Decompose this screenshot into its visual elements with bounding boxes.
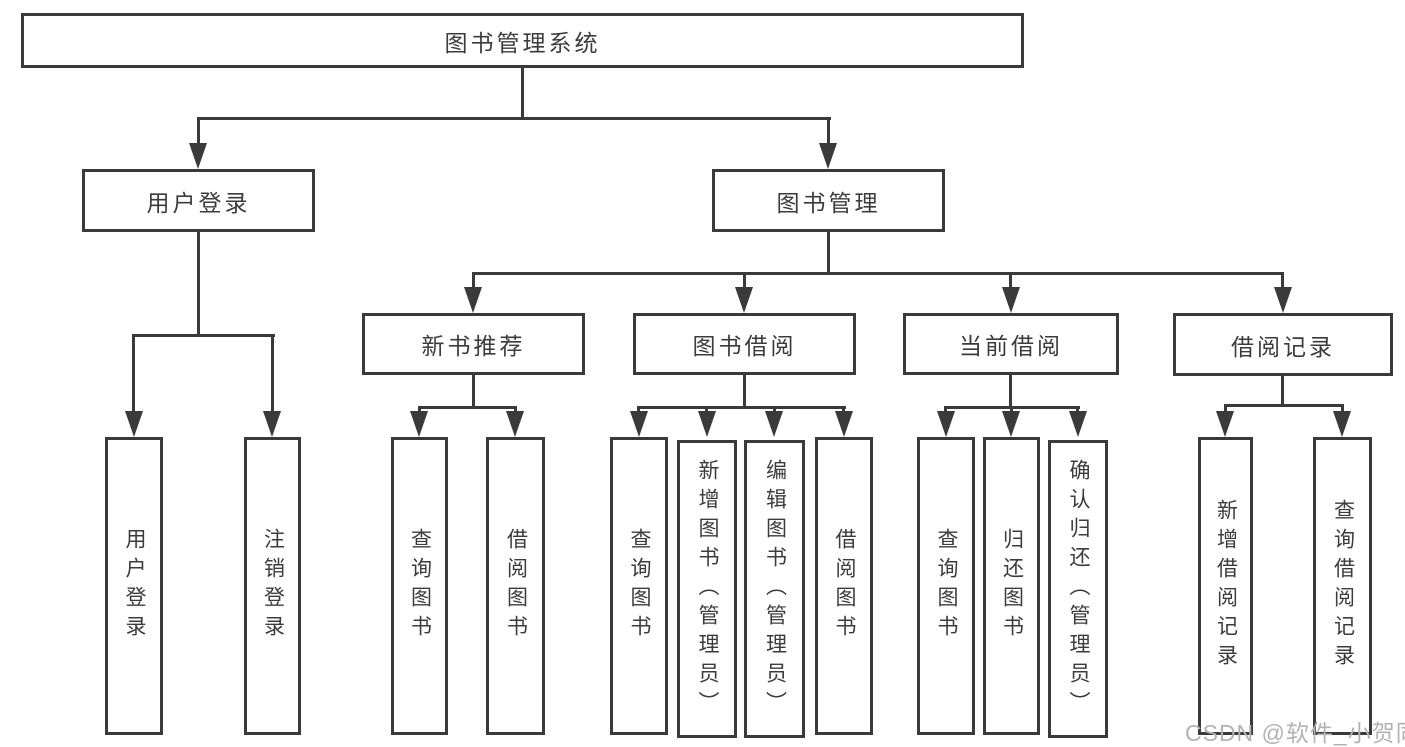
arrow-g2-query-books (630, 411, 648, 437)
arrow-g2-borrow-book (835, 411, 853, 437)
leaf-edit-book-admin: 编辑图书（管理员） (744, 440, 805, 738)
connector-mgmt-drop (827, 231, 830, 275)
arrow-to-new-book-recommend (464, 287, 482, 313)
connector-g4-hline (1224, 404, 1344, 407)
arrow-g2-add-book (698, 411, 716, 437)
connector-login-hline (132, 334, 275, 337)
arrow-g1-borrow-books (506, 411, 524, 437)
connector-g1-stub-1 (418, 406, 421, 414)
leaf-recommend-query-books: 查询图书 (391, 437, 448, 735)
arrow-g4-query-record (1333, 411, 1351, 437)
connector-level2-hline (472, 272, 1284, 275)
connector-g2-stub-1 (637, 406, 640, 414)
connector-login-drop (197, 231, 200, 337)
connector-g1-drop (472, 374, 475, 409)
node-book-borrow: 图书借阅 (633, 313, 856, 375)
connector-g2-drop (743, 374, 746, 409)
connector-mgmt-stub (827, 117, 830, 146)
arrow-g3-return-book (1002, 411, 1020, 437)
node-current-borrow: 当前借阅 (903, 313, 1119, 375)
watermark-text: CSDN @软件_小贺同学 (1185, 720, 1405, 746)
arrow-to-leaf-logout (263, 411, 281, 437)
leaf-logout: 注销登录 (244, 437, 301, 735)
leaf-current-query-books: 查询图书 (917, 437, 975, 735)
arrow-to-borrow-records (1274, 287, 1292, 313)
connector-g2-stub-4 (842, 406, 845, 414)
leaf-borrow-query-books: 查询图书 (610, 437, 668, 735)
connector-g2-hline (637, 406, 846, 409)
arrow-g2-edit-book (765, 411, 783, 437)
leaf-add-book-admin: 新增图书（管理员） (677, 440, 737, 738)
arrow-to-user-login (189, 143, 207, 169)
node-book-management: 图书管理 (712, 169, 945, 232)
connector-g1-stub-2 (514, 406, 517, 414)
arrow-to-current-borrow (1002, 287, 1020, 313)
arrow-to-book-mgmt (819, 143, 837, 169)
connector-g1-hline (418, 406, 517, 409)
connector-login-stub (197, 117, 200, 146)
connector-g4-stub-1 (1224, 404, 1227, 414)
leaf-confirm-return-admin: 确认归还（管理员） (1048, 440, 1108, 738)
leaf-borrow-book: 借阅图书 (815, 437, 873, 735)
node-new-book-recommend: 新书推荐 (362, 313, 585, 375)
connector-g3-stub-1 (944, 406, 947, 414)
leaf-return-book: 归还图书 (983, 437, 1040, 735)
node-borrow-records: 借阅记录 (1173, 313, 1393, 376)
arrow-to-book-borrow (735, 287, 753, 313)
leaf-add-borrow-record: 新增借阅记录 (1198, 437, 1253, 735)
connector-g3-stub-3 (1076, 406, 1079, 414)
arrow-g3-confirm-return (1069, 411, 1087, 437)
connector-g2-stub-3 (773, 406, 776, 414)
arrow-g4-add-record (1216, 411, 1234, 437)
connector-l2-stub-4 (1281, 272, 1284, 289)
connector-g4-drop (1281, 375, 1284, 407)
leaf-user-login: 用户登录 (105, 437, 163, 735)
leaf-recommend-borrow-books: 借阅图书 (486, 437, 545, 735)
leaf-query-borrow-record: 查询借阅记录 (1313, 437, 1372, 735)
connector-g2-stub-2 (705, 406, 708, 414)
arrow-to-leaf-user-login (125, 411, 143, 437)
arrow-g3-query-books (937, 411, 955, 437)
node-library-system: 图书管理系统 (21, 13, 1024, 68)
connector-l2-stub-2 (743, 272, 746, 289)
node-user-login: 用户登录 (82, 169, 315, 232)
connector-g3-stub-2 (1010, 406, 1013, 414)
connector-g4-stub-2 (1341, 404, 1344, 414)
connector-login-leaf2-stub (271, 334, 274, 413)
connector-login-leaf1-stub (132, 334, 135, 413)
connector-l2-stub-3 (1009, 272, 1012, 289)
arrow-g1-query-books (410, 411, 428, 437)
connector-root-drop (521, 67, 524, 120)
connector-g3-drop (1009, 373, 1012, 409)
connector-l2-stub-1 (472, 272, 475, 289)
connector-level1-hline (197, 117, 831, 120)
